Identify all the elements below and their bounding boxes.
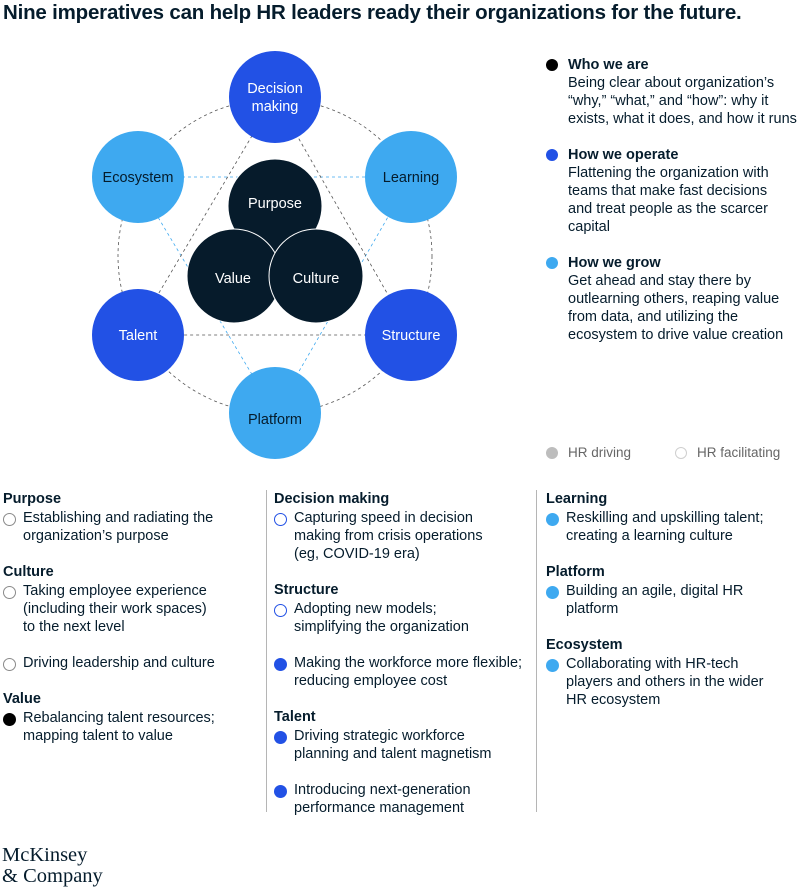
key-hr-facilitating: HR facilitating xyxy=(675,444,780,462)
black-dot-icon xyxy=(3,713,16,726)
node-culture: Culture xyxy=(268,228,364,324)
column-divider xyxy=(536,490,537,812)
list-item: Reskilling and upskilling talent;creatin… xyxy=(546,509,802,545)
list-item: Making the workforce more flexible;reduc… xyxy=(274,654,536,690)
section-title-decision-making: Decision making xyxy=(274,491,390,507)
list-item: Taking employee experience(including the… xyxy=(3,582,263,636)
open-dot-icon xyxy=(274,604,287,617)
open-dot-icon xyxy=(3,586,16,599)
svg-text:Decision: Decision xyxy=(247,81,303,97)
svg-text:making: making xyxy=(252,99,299,115)
key-hr-driving: HR driving xyxy=(546,444,631,462)
svg-text:Learning: Learning xyxy=(383,170,439,186)
svg-text:Platform: Platform xyxy=(248,412,302,428)
light-blue-dot-icon xyxy=(546,659,559,672)
mckinsey-logo: McKinsey & Company xyxy=(2,844,103,887)
section-title-ecosystem: Ecosystem xyxy=(546,637,623,653)
column-operate: Decision making Capturing speed in decis… xyxy=(274,490,536,817)
black-dot-icon xyxy=(546,59,558,71)
column-divider xyxy=(266,490,267,812)
legend-who-we-are: Who we are Being clear about organizatio… xyxy=(546,56,804,128)
svg-text:Culture: Culture xyxy=(293,271,340,287)
blue-dot-icon xyxy=(546,149,558,161)
node-value: Value xyxy=(186,228,282,324)
node-learning: Learning xyxy=(365,131,457,223)
column-grow: Learning Reskilling and upskilling talen… xyxy=(546,490,802,709)
svg-text:Talent: Talent xyxy=(119,328,158,344)
legend-how-we-operate: How we operate Flattening the organizati… xyxy=(546,146,804,236)
node-purpose: Purpose xyxy=(227,158,323,254)
imperatives-diagram: Decision making Learning Structure Platf… xyxy=(92,51,457,459)
light-blue-dot-icon xyxy=(546,257,558,269)
open-dot-icon xyxy=(274,513,287,526)
blue-dot-icon xyxy=(274,731,287,744)
legend-label: How we operate xyxy=(568,147,679,163)
svg-text:Purpose: Purpose xyxy=(248,196,302,212)
list-item: Rebalancing talent resources;mapping tal… xyxy=(3,709,263,745)
section-title-structure: Structure xyxy=(274,582,339,598)
node-decision-making: Decision making xyxy=(229,51,321,143)
open-dot-icon xyxy=(3,658,16,671)
section-title-talent: Talent xyxy=(274,709,316,725)
list-item: Adopting new models;simplifying the orga… xyxy=(274,600,536,636)
blue-dot-icon xyxy=(274,658,287,671)
light-blue-dot-icon xyxy=(546,586,559,599)
page-title: Nine imperatives can help HR leaders rea… xyxy=(3,1,742,24)
node-talent: Talent xyxy=(92,289,184,381)
svg-text:Value: Value xyxy=(215,271,251,287)
legend-text: Being clear about organization’s“why,” “… xyxy=(568,75,797,127)
grey-dot-icon xyxy=(546,447,558,459)
section-title-value: Value xyxy=(3,691,41,707)
node-structure: Structure xyxy=(365,289,457,381)
open-dot-icon xyxy=(3,513,16,526)
legend-label: How we grow xyxy=(568,255,661,271)
node-ecosystem: Ecosystem xyxy=(92,131,184,223)
blue-dot-icon xyxy=(274,785,287,798)
section-title-purpose: Purpose xyxy=(3,491,62,507)
list-item: Driving leadership and culture xyxy=(3,654,263,672)
light-blue-dot-icon xyxy=(546,513,559,526)
svg-text:Ecosystem: Ecosystem xyxy=(103,170,174,186)
section-title-platform: Platform xyxy=(546,564,605,580)
legend-label: Who we are xyxy=(568,57,649,73)
svg-text:Structure: Structure xyxy=(382,328,441,344)
open-dot-icon xyxy=(675,447,687,459)
node-platform: Platform xyxy=(229,367,321,459)
section-title-culture: Culture xyxy=(3,564,54,580)
section-title-learning: Learning xyxy=(546,491,608,507)
